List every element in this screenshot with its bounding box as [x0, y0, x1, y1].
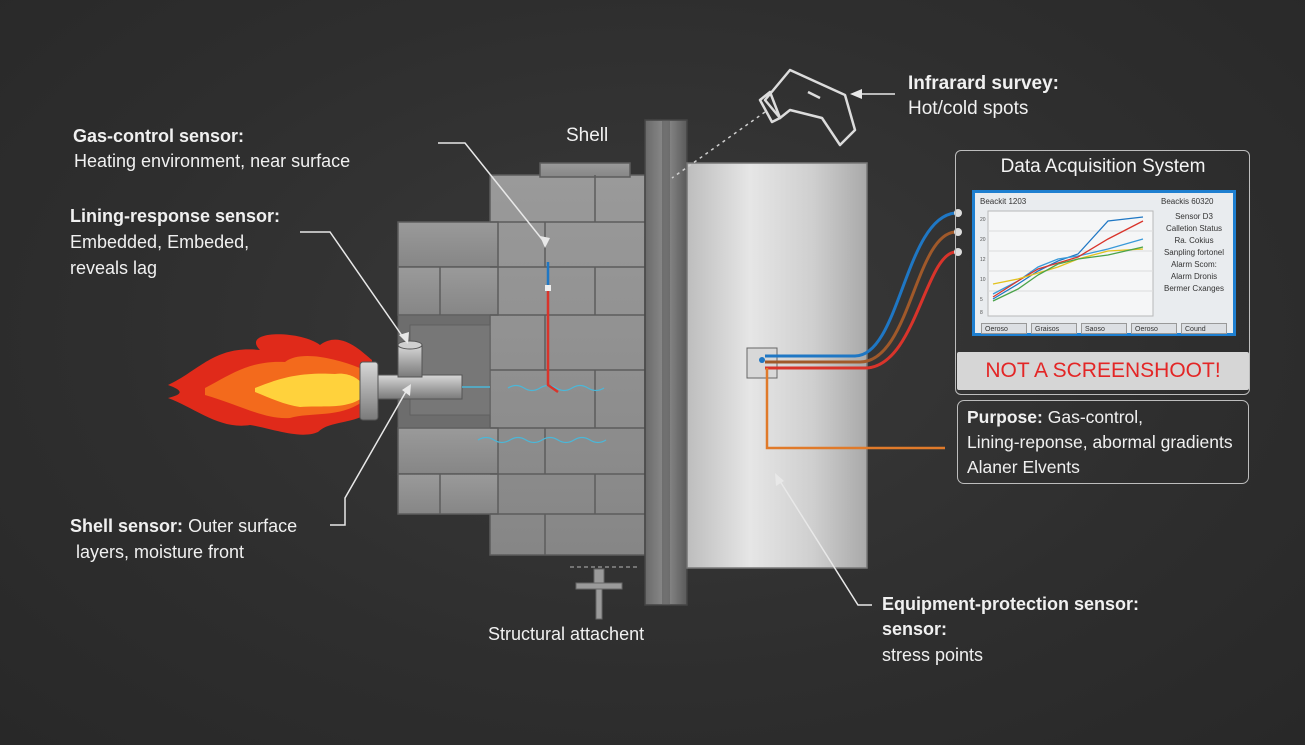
series-yellow [992, 248, 1144, 285]
series-blue [992, 216, 1144, 300]
das-screen: Beackit 1203 Beackis 60320 20 20 12 10 5… [972, 190, 1236, 336]
side-item-1: Sensor D3 [1175, 212, 1213, 221]
wire-brown [765, 230, 956, 364]
refractory-lining [397, 162, 646, 556]
das-title: Data Acquisition System [1000, 156, 1206, 177]
shell-label: Shell [566, 125, 609, 146]
shell-sensor-line-1: Shell sensor: Outer surface [70, 516, 298, 536]
y-tick-4: 10 [980, 277, 986, 283]
screen-button-3[interactable]: Saoso [1081, 323, 1127, 334]
lining-desc-1: Embedded, Embeded, [70, 232, 250, 252]
equipment-title-1: Equipment-protection sensor: [882, 594, 1140, 614]
structural-attachment [575, 568, 623, 620]
purpose-line-2: Lining-reponse, abormal gradients [967, 432, 1233, 452]
lining-desc-2: reveals lag [70, 258, 158, 278]
purpose-box: Purpose: Gas-control, Lining-reponse, ab… [957, 400, 1249, 484]
gas-sensor-tip [545, 285, 551, 291]
wire-orange [765, 368, 945, 450]
wire-red [765, 250, 956, 370]
lining-title: Lining-response sensor: [70, 206, 281, 226]
das-frame [955, 150, 1250, 395]
purpose-line-3: Alaner Elvents [967, 457, 1080, 477]
screen-chart: 20 20 12 10 5 8 [980, 210, 1154, 317]
burner-flame [168, 334, 372, 435]
screen-button-5[interactable]: Cound [1181, 323, 1227, 334]
connector-3 [954, 248, 962, 256]
side-item-4: Sanpling fortonel [1163, 248, 1225, 257]
series-green [992, 246, 1144, 302]
side-item-5: Alarm Scom: [1171, 260, 1217, 269]
equipment-desc: stress points [882, 645, 984, 665]
heat-wave-1 [507, 384, 605, 392]
gas-control-desc: Heating environment, near surface [74, 151, 351, 171]
burner-port-inner [409, 324, 491, 416]
leader-lines [300, 93, 895, 606]
gas-sensor-lead [546, 291, 559, 394]
y-tick-6: 8 [980, 310, 983, 316]
gas-control-title: Gas-control sensor: [73, 126, 245, 146]
infrared-desc: Hot/cold spots [908, 98, 1029, 119]
y-tick-5: 5 [980, 297, 983, 303]
side-item-2: Calletion Status [1165, 224, 1223, 233]
y-tick-2: 20 [980, 237, 986, 243]
screen-header-left: Beackit 1203 [980, 197, 1027, 206]
screen-button-1[interactable]: Oeroso [981, 323, 1027, 334]
wire-blue [765, 211, 956, 358]
y-tick-1: 20 [980, 217, 986, 223]
side-item-7: Bermer Cxanges [1163, 284, 1225, 293]
infrared-title: Infrarard survey: [908, 73, 1060, 94]
warning-banner: NOT A SCREENSHOOT! [957, 352, 1249, 390]
side-item-3: Ra. Cokius [1174, 236, 1214, 245]
shell-sensor-desc-2: layers, moisture front [76, 542, 245, 562]
purpose-line-1: Purpose: Gas-control, [967, 407, 1144, 427]
junction-terminal [759, 357, 765, 363]
series-red [992, 220, 1144, 298]
leader-arrowheads [399, 89, 862, 486]
screen-button-4[interactable]: Oeroso [1131, 323, 1177, 334]
connector-2 [954, 228, 962, 236]
screen-button-2[interactable]: Graisos [1031, 323, 1077, 334]
equipment-title-2: sensor: [882, 619, 948, 639]
screen-header-right: Beackis 60320 [1161, 197, 1214, 206]
structural-label: Structural attachent [488, 624, 645, 644]
burner-pipe [359, 340, 463, 421]
heat-wave-2 [477, 436, 607, 444]
side-item-6: Alarm Dronis [1170, 272, 1218, 281]
shell-plate-edge [662, 120, 670, 605]
y-tick-3: 12 [980, 257, 986, 263]
infrared-beam [671, 111, 766, 179]
infrared-gun-icon [758, 68, 857, 147]
chart-plot-area [987, 210, 1154, 317]
screen-side-panel: Sensor D3 Calletion Status Ra. Cokius Sa… [1157, 211, 1231, 295]
connector-1 [954, 209, 962, 217]
